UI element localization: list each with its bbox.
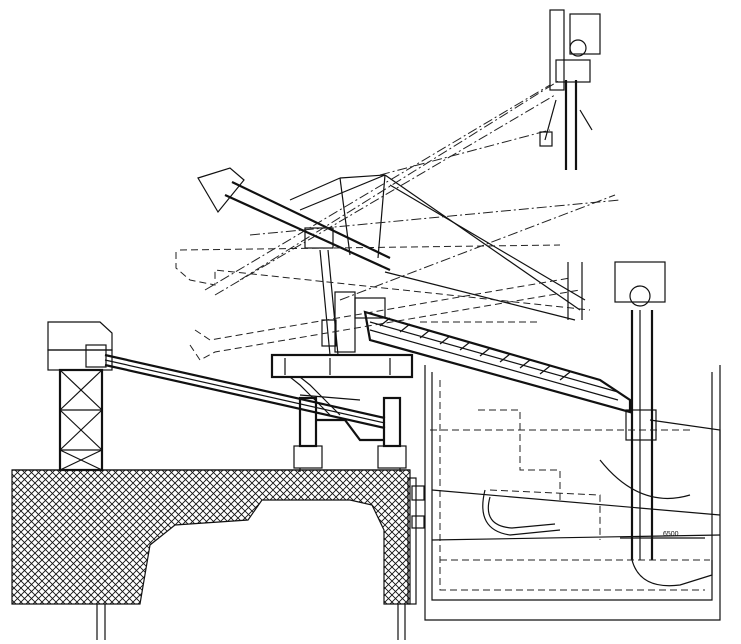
inclined-conveyor — [104, 353, 386, 430]
piles — [96, 604, 406, 640]
raised-elevator — [539, 9, 601, 170]
superstructure — [319, 249, 386, 356]
boom-operating — [363, 310, 632, 414]
portal-gantry — [270, 353, 414, 472]
transfer-tower — [47, 321, 113, 472]
quay-wall — [407, 477, 425, 605]
boom-alt-dashed — [175, 79, 621, 361]
ship-hull — [424, 365, 721, 621]
hold-curves — [482, 459, 691, 536]
quay-ground-hatched — [11, 469, 411, 605]
dimension-label: 6500 — [663, 531, 679, 538]
